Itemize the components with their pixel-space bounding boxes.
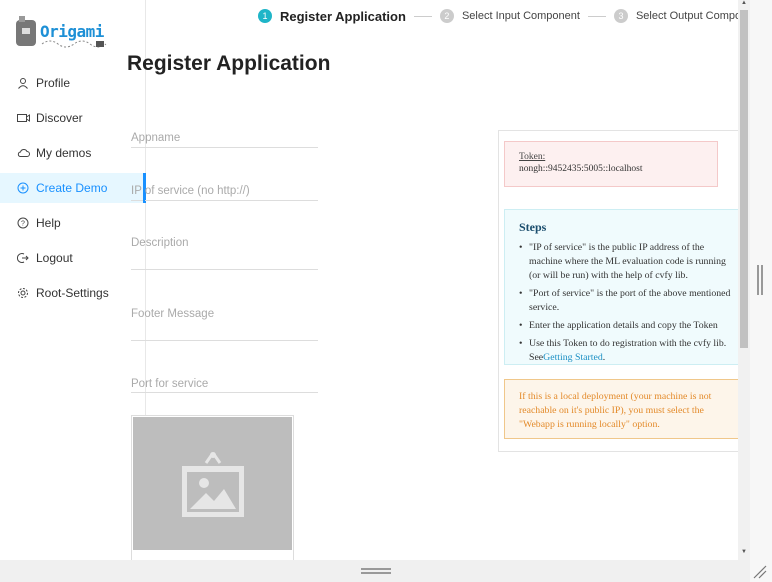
svg-text:?: ? bbox=[21, 221, 25, 228]
sidebar-item-help[interactable]: ? Help bbox=[0, 208, 146, 238]
step-connector bbox=[413, 15, 432, 17]
steps-list: "IP of service" is the public IP address… bbox=[519, 241, 747, 365]
image-placeholder bbox=[133, 417, 292, 550]
token-value: nongh::9452435:5005::localhost bbox=[519, 164, 643, 174]
sidebar-item-label: My demos bbox=[36, 146, 92, 160]
list-item: "IP of service" is the public IP address… bbox=[519, 241, 747, 283]
step-number: 1 bbox=[258, 9, 272, 23]
step-title: Select Output Component bbox=[635, 10, 763, 22]
gear-icon bbox=[16, 286, 30, 300]
steps-progress: 1 Register Application 2 Select Input Co… bbox=[258, 6, 763, 26]
bottom-bar bbox=[0, 560, 750, 582]
user-icon bbox=[16, 76, 30, 90]
question-circle-icon: ? bbox=[16, 216, 30, 230]
description-field bbox=[131, 233, 318, 270]
logout-icon bbox=[16, 251, 30, 265]
list-item: Enter the application details and copy t… bbox=[519, 319, 747, 333]
step-register-application[interactable]: 1 Register Application bbox=[258, 9, 406, 24]
sidebar-item-label: Root-Settings bbox=[36, 286, 109, 300]
step-connector bbox=[587, 15, 606, 17]
sidebar-item-label: Create Demo bbox=[36, 181, 108, 195]
sidebar: Origami Profile Discover My demos Create… bbox=[0, 0, 146, 560]
plus-circle-icon bbox=[16, 181, 30, 195]
picture-icon bbox=[181, 451, 244, 517]
steps-info-box: Steps "IP of service" is the public IP a… bbox=[504, 209, 747, 365]
list-item: Use this Token to do registration with t… bbox=[519, 337, 747, 365]
scroll-up-icon[interactable]: ▲ bbox=[741, 0, 747, 6]
vertical-splitter-handle[interactable] bbox=[757, 265, 763, 295]
image-upload-card[interactable] bbox=[131, 415, 294, 565]
page-title: Register Application bbox=[127, 52, 331, 75]
footer-message-input[interactable] bbox=[131, 308, 318, 320]
scroll-down-icon[interactable]: ▼ bbox=[741, 549, 747, 555]
sidebar-item-my-demos[interactable]: My demos bbox=[0, 138, 146, 168]
warning-box: If this is a local deployment (your mach… bbox=[504, 379, 747, 439]
origami-logo[interactable]: Origami bbox=[14, 12, 108, 50]
token-box: Token: nongh::9452435:5005::localhost bbox=[504, 141, 718, 187]
sidebar-item-profile[interactable]: Profile bbox=[0, 68, 146, 98]
sidebar-item-label: Discover bbox=[36, 111, 83, 125]
sidebar-item-create-demo[interactable]: Create Demo bbox=[0, 173, 146, 203]
video-icon bbox=[16, 111, 30, 125]
logo-text: Origami bbox=[40, 22, 104, 41]
ip-input[interactable] bbox=[131, 185, 318, 197]
vertical-scrollbar[interactable]: ▲ ▼ bbox=[738, 0, 750, 560]
port-field bbox=[131, 374, 318, 393]
appname-field bbox=[131, 128, 318, 148]
scrollbar-thumb[interactable] bbox=[740, 10, 748, 348]
appname-input[interactable] bbox=[131, 132, 318, 144]
active-field-indicator bbox=[143, 176, 145, 202]
step-number: 3 bbox=[613, 9, 628, 23]
cloud-icon bbox=[16, 146, 30, 160]
resize-grip-icon[interactable] bbox=[752, 564, 768, 580]
getting-started-link[interactable]: Getting Started bbox=[543, 352, 603, 363]
step-select-input-component[interactable]: 2 Select Input Component bbox=[439, 9, 580, 23]
step-title: Register Application bbox=[280, 8, 406, 24]
step-number: 2 bbox=[439, 9, 454, 23]
info-panel: Token: nongh::9452435:5005::localhost St… bbox=[498, 130, 748, 452]
horizontal-splitter-handle[interactable] bbox=[361, 568, 391, 574]
footer-message-field bbox=[131, 304, 318, 341]
description-input[interactable] bbox=[131, 237, 318, 249]
ip-field bbox=[131, 181, 318, 201]
port-input[interactable] bbox=[131, 378, 318, 390]
sidebar-item-label: Help bbox=[36, 216, 61, 230]
token-label: Token: bbox=[519, 152, 546, 162]
origami-robot-icon bbox=[16, 16, 36, 46]
sidebar-item-label: Profile bbox=[36, 76, 71, 90]
sidebar-item-label: Logout bbox=[36, 251, 73, 265]
steps-heading: Steps bbox=[519, 220, 547, 234]
list-item: "Port of service" is the port of the abo… bbox=[519, 287, 747, 315]
step-select-output-component[interactable]: 3 Select Output Component bbox=[613, 9, 763, 23]
logo-underline-icon bbox=[41, 40, 107, 48]
sidebar-item-logout[interactable]: Logout bbox=[0, 243, 146, 273]
sidebar-item-root-settings[interactable]: Root-Settings bbox=[0, 278, 146, 308]
sidebar-item-discover[interactable]: Discover bbox=[0, 103, 146, 133]
step-title: Select Input Component bbox=[461, 10, 580, 22]
